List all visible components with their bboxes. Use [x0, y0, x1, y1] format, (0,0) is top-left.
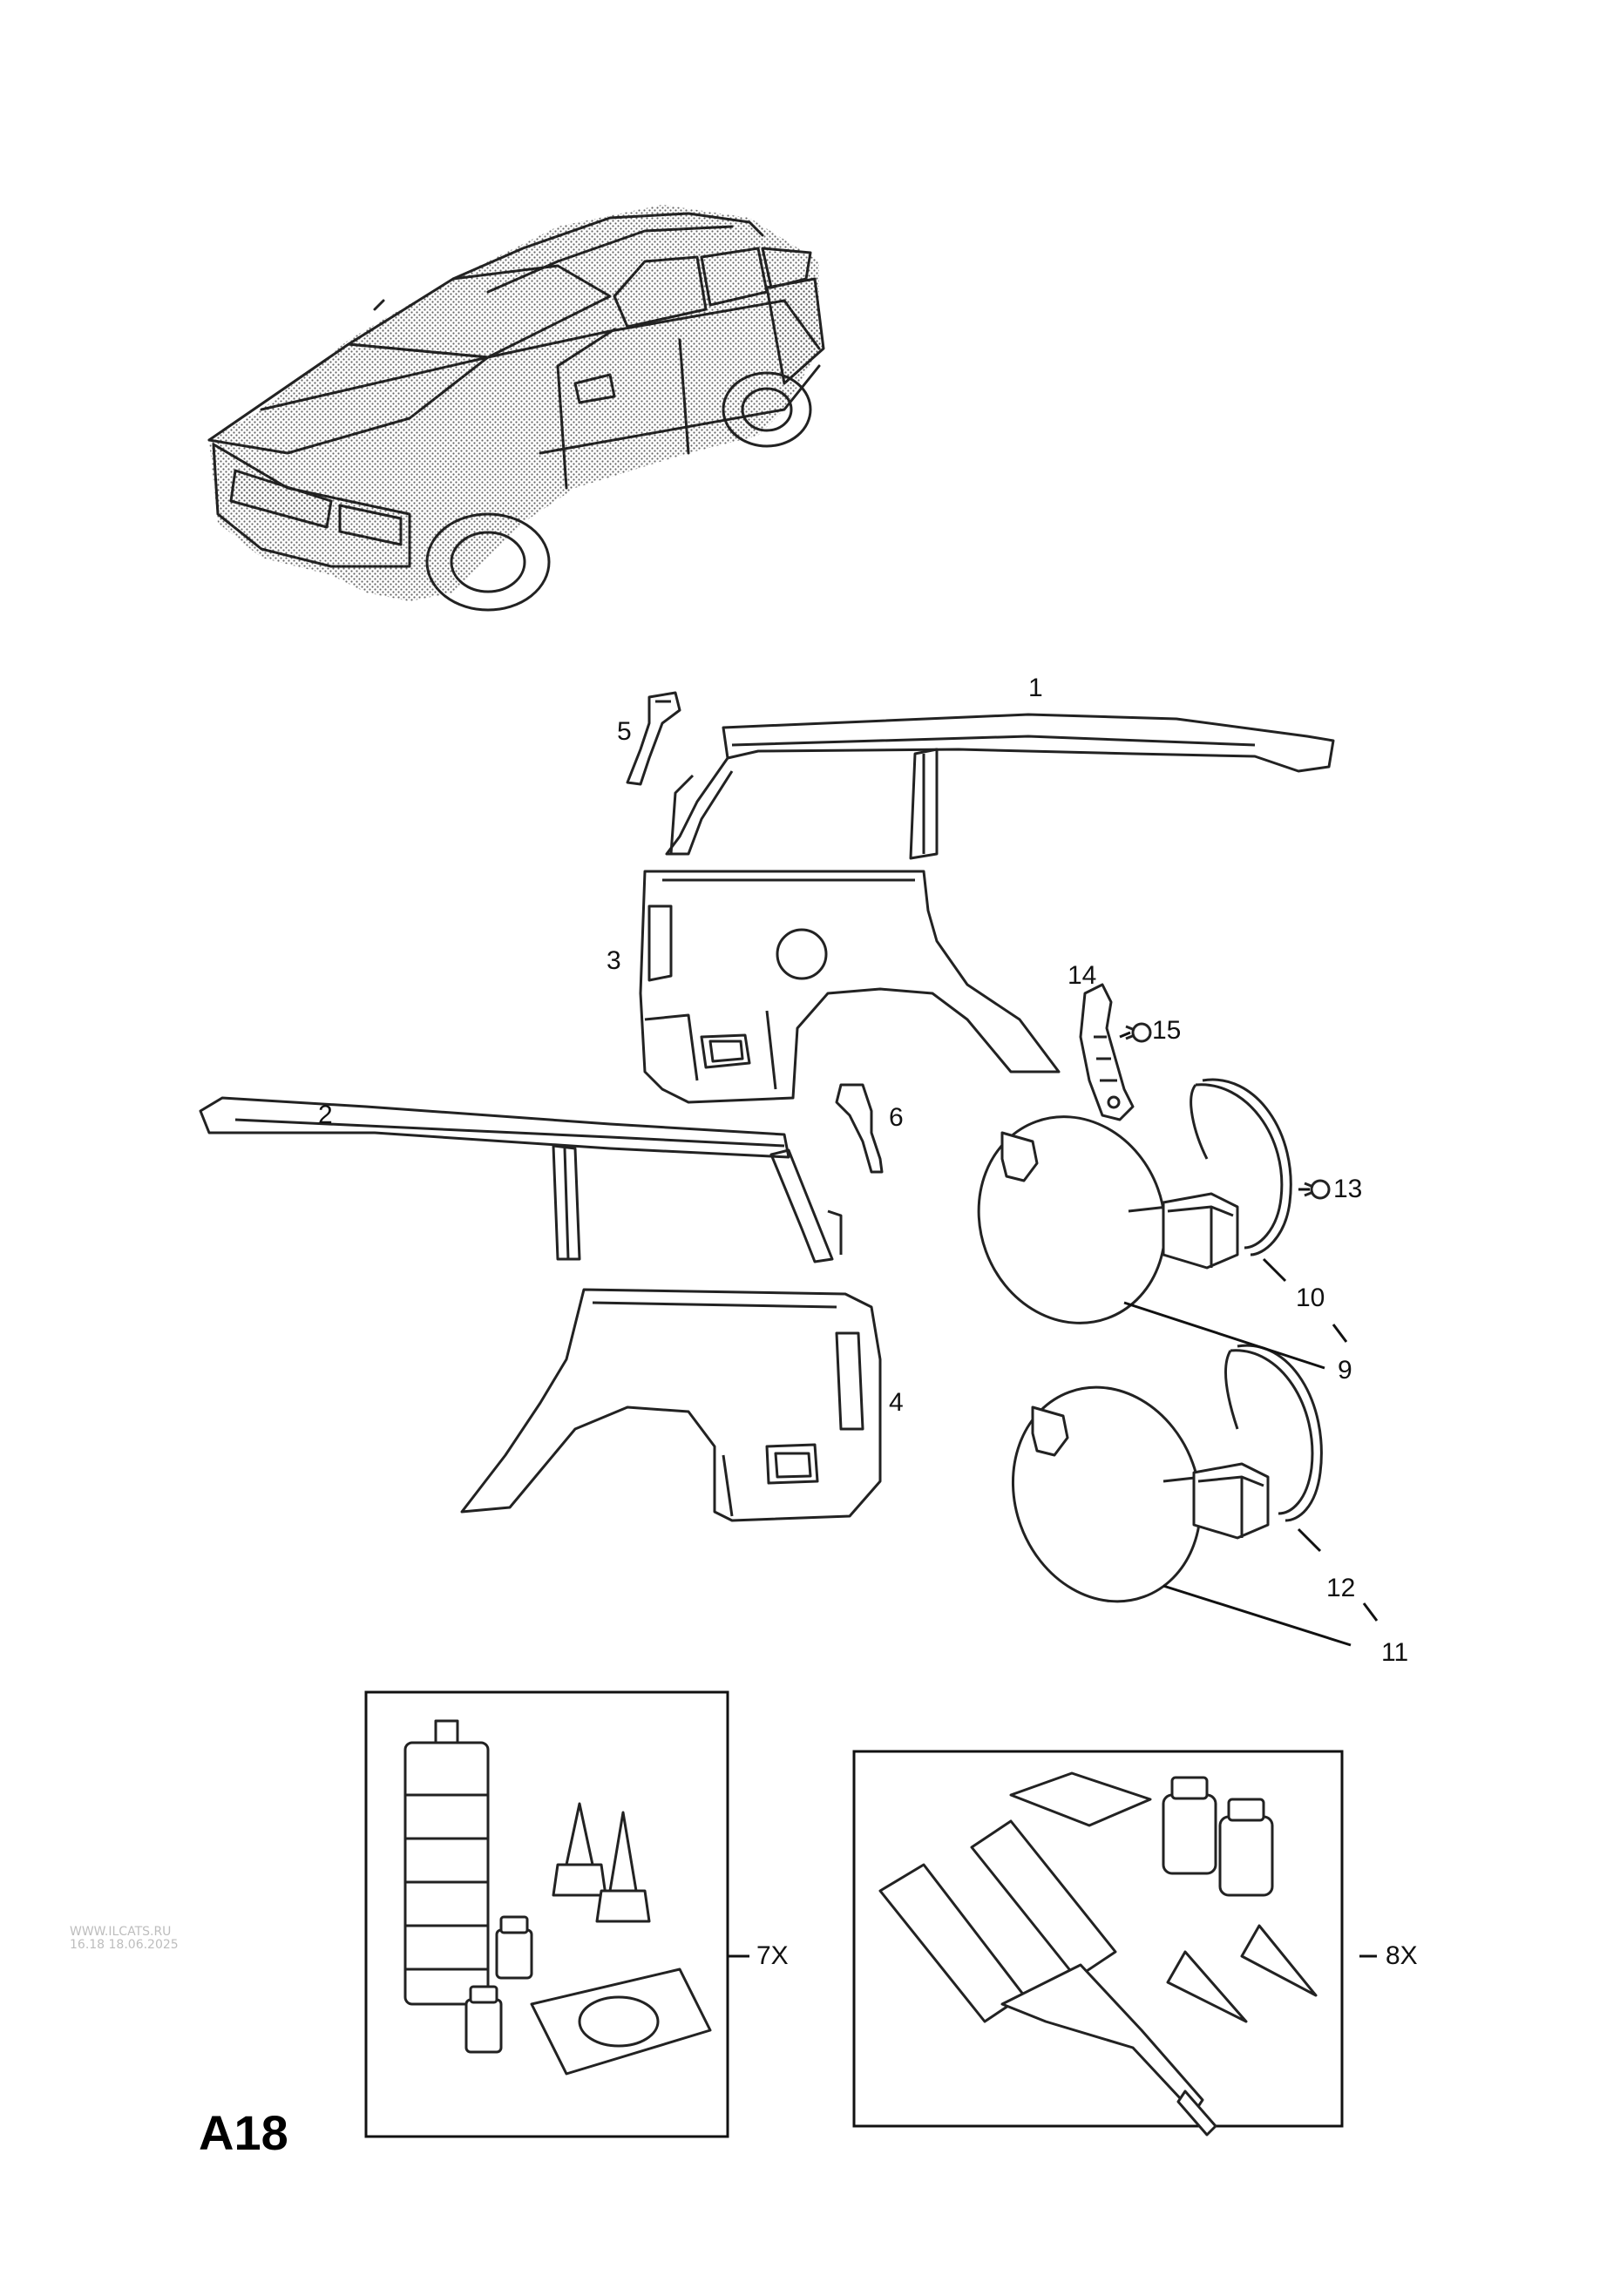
part-3-rear-quarter-panel-right — [639, 870, 1061, 1104]
part-4-rear-quarter-panel-left — [460, 1288, 882, 1522]
part-5-bracket-right — [626, 691, 681, 786]
callout-1: 1 — [1028, 674, 1043, 702]
car-overview-illustration — [207, 205, 825, 612]
callout-3: 3 — [607, 946, 621, 975]
callout-5: 5 — [617, 717, 632, 746]
callout-7x: 7X — [756, 1941, 789, 1970]
callout-13: 13 — [1333, 1175, 1363, 1203]
part-13-screw — [1304, 1179, 1331, 1200]
page-code: A18 — [199, 2105, 288, 2160]
part-11-fuel-filler-flap — [1011, 1385, 1270, 1603]
leader-lines — [728, 1031, 1379, 1958]
part-2-roof-side-frame-left — [199, 1096, 843, 1263]
kit-7x-box — [364, 1690, 729, 2138]
callout-9: 9 — [1338, 1356, 1352, 1385]
callout-14: 14 — [1068, 961, 1097, 990]
part-10-seal-ring — [1190, 1078, 1292, 1256]
part-6-bracket-left — [835, 1083, 884, 1174]
part-14-trim-bracket — [1079, 983, 1135, 1121]
part-15-screw — [1125, 1022, 1152, 1043]
callout-11: 11 — [1381, 1638, 1409, 1667]
callout-4: 4 — [889, 1388, 904, 1417]
callout-12: 12 — [1326, 1574, 1356, 1602]
watermark: WWW.ILCATS.RU 16.18 18.06.2025 — [70, 1925, 261, 1953]
kit-8x-box — [852, 1750, 1344, 2137]
watermark-site: WWW.ILCATS.RU — [70, 1925, 172, 1939]
callout-6: 6 — [889, 1103, 904, 1132]
watermark-timestamp: 16.18 18.06.2025 — [70, 1938, 179, 1953]
callout-2: 2 — [318, 1101, 333, 1129]
callout-15: 15 — [1152, 1016, 1182, 1045]
callout-10: 10 — [1296, 1283, 1325, 1312]
callout-8x: 8X — [1386, 1941, 1418, 1970]
part-1-roof-side-frame-right — [665, 713, 1335, 860]
part-9-fuel-filler-flap — [977, 1115, 1239, 1324]
